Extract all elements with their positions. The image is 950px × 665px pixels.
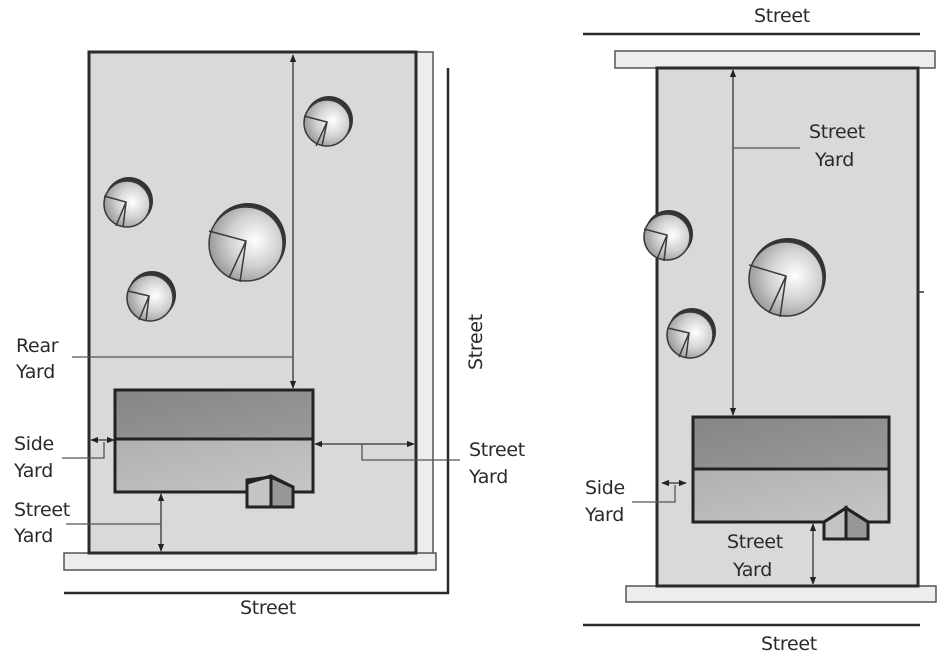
side-street-yard-label-line2: Yard <box>468 466 508 488</box>
porch-icon <box>245 474 295 509</box>
side-street-label: Street <box>465 314 487 370</box>
top-street-label: Street <box>754 5 810 27</box>
side-yard-leader <box>632 485 676 503</box>
tree-icon <box>643 210 693 262</box>
house-icon <box>113 388 315 509</box>
rear-yard-label-line2: Yard <box>15 361 55 383</box>
front-street-yard-label-line1: Street <box>14 499 70 521</box>
tree-icon <box>666 308 716 359</box>
bottom-sidewalk <box>625 585 937 603</box>
left-diagram: Rear Yard Side Yard Street Yard Street Y… <box>13 50 525 619</box>
bottom-street-label: Street <box>240 597 296 619</box>
side-street-yard-label-line1: Street <box>469 439 525 461</box>
side-yard-label-line1: Side <box>585 477 625 499</box>
side-street-yard-leader <box>361 444 460 461</box>
bottom-street-label: Street <box>761 633 817 655</box>
street-edge-line <box>64 68 450 595</box>
tree-icon <box>303 96 353 147</box>
tree-icon <box>103 177 153 228</box>
porch-icon <box>822 505 870 541</box>
right-diagram: Street Street Yard Side Yard Street Yard… <box>583 5 937 655</box>
bottom-street-yard-label-line2: Yard <box>732 559 772 581</box>
rear-yard-label-line1: Rear <box>16 335 59 357</box>
side-yard-label-line2: Yard <box>584 504 624 526</box>
top-street-yard-label-line2: Yard <box>814 149 854 171</box>
side-yard-label-line1: Side <box>14 433 54 455</box>
tree-icon <box>208 203 286 283</box>
front-street-yard-label-line2: Yard <box>13 525 53 547</box>
tree-icon <box>126 271 176 322</box>
side-yard-leader <box>62 442 105 459</box>
house-icon <box>691 415 891 541</box>
top-sidewalk <box>614 50 936 69</box>
front-sidewalk <box>63 552 437 571</box>
tree-icon <box>748 238 826 318</box>
side-yard-label-line2: Yard <box>13 460 53 482</box>
top-street-yard-label-line1: Street <box>809 121 865 143</box>
bottom-street-yard-label-line1: Street <box>727 531 783 553</box>
